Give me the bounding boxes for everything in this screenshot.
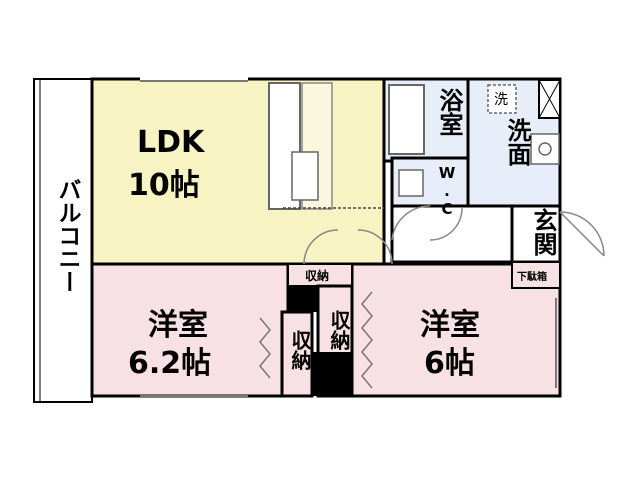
front-door-leaf — [559, 211, 605, 257]
ldk-room — [90, 77, 386, 266]
washer-space — [487, 84, 517, 114]
balcony-label: バルコニー — [54, 178, 80, 293]
western1-size: 6.2帖 — [128, 346, 212, 381]
shelf-diag-2 — [538, 79, 561, 119]
western1-name: 洋室 — [148, 308, 208, 343]
entrance-label: 玄関 — [529, 208, 557, 256]
balcony-area — [33, 78, 93, 403]
closet-top-label: 収納 — [305, 269, 330, 283]
ldk-door-swing-1 — [303, 229, 339, 265]
bathtub — [388, 84, 425, 155]
sink — [291, 151, 319, 201]
shoe-box — [511, 261, 561, 289]
washroom-label: 洗面 — [503, 118, 531, 166]
ldk-name: LDK — [137, 125, 205, 160]
folding-door-right — [361, 291, 373, 389]
toilet-label: W.C — [438, 164, 456, 218]
closet-right-label: 収納 — [327, 310, 351, 350]
toilet-door-swing — [429, 207, 463, 241]
shoe-box-label: 下駄箱 — [517, 272, 547, 283]
closet-left-label: 収納 — [288, 330, 312, 370]
ldk-door-swing-2 — [357, 229, 393, 265]
ldk-size: 10帖 — [128, 168, 200, 203]
wall-fill-2 — [312, 352, 352, 396]
toilet-bowl — [398, 169, 424, 197]
folding-door-left — [259, 317, 271, 379]
washbasin — [530, 133, 560, 165]
corridor-door-swing — [391, 205, 431, 241]
washer-label: 洗 — [494, 92, 508, 108]
wall-fill-1 — [288, 286, 318, 312]
western2-size: 6帖 — [424, 346, 475, 381]
bath-label: 浴室 — [435, 88, 463, 136]
washbasin-drain — [538, 142, 552, 156]
western2-name: 洋室 — [420, 308, 480, 343]
front-door-swing — [559, 211, 605, 257]
